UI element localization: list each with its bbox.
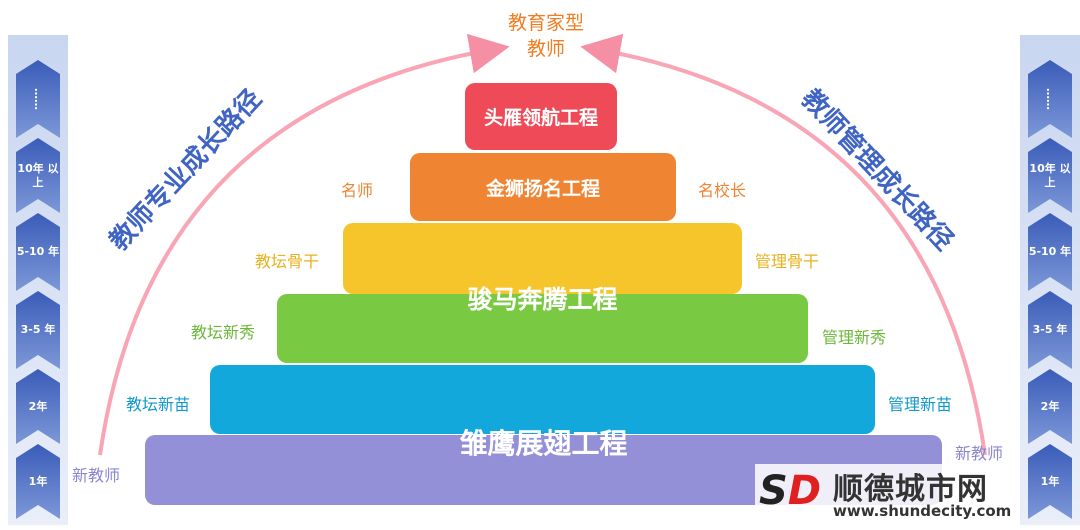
right-arc-arrow bbox=[580, 33, 987, 456]
year-segment: 3-5 年 bbox=[16, 291, 60, 369]
year-segment: 3-5 年 bbox=[1028, 291, 1072, 369]
right-label-1: 名校长 bbox=[698, 181, 747, 200]
left-arc-arrow bbox=[98, 33, 510, 456]
left-label-3: 教坛新秀 bbox=[191, 323, 256, 342]
year-segment: 5-10 年 bbox=[16, 213, 60, 291]
year-segment: 1年 bbox=[16, 444, 60, 519]
watermark: SD 顺德城市网 www.shundecity.com bbox=[755, 464, 1020, 526]
top-title: 教育家型教师 bbox=[507, 12, 584, 60]
tier-label: 金狮扬名工程 bbox=[485, 177, 600, 200]
right-label-2: 管理骨干 bbox=[755, 252, 820, 271]
year-segment: …… bbox=[1028, 60, 1072, 138]
tier-label: 头雁领航工程 bbox=[483, 107, 598, 129]
left-label-1: 名师 bbox=[341, 181, 374, 200]
right-label-3: 管理新秀 bbox=[822, 328, 887, 347]
year-segment: 1年 bbox=[1028, 444, 1072, 519]
left-label-2: 教坛骨干 bbox=[255, 252, 320, 271]
left-years-column: …… 10年 以上 5-10 年 3-5 年 2年 1年 bbox=[8, 35, 68, 525]
tier-6-label: 雏鹰展翅工程 bbox=[459, 427, 628, 460]
tier-2: 金狮扬名工程 bbox=[410, 153, 676, 221]
left-label-4: 教坛新苗 bbox=[126, 395, 191, 414]
tier-3 bbox=[343, 223, 742, 294]
watermark-brand: 顺德城市网 bbox=[833, 472, 988, 507]
left-label-5: 新教师 bbox=[72, 466, 121, 485]
year-segment: 10年 以上 bbox=[1028, 138, 1072, 213]
right-label-5: 新教师 bbox=[955, 444, 1004, 463]
right-years-column: …… 10年 以上 5-10 年 3-5 年 2年 1年 bbox=[1020, 35, 1080, 525]
tier-5 bbox=[210, 365, 875, 434]
year-segment: 2年 bbox=[1028, 369, 1072, 444]
year-segment: 2年 bbox=[16, 369, 60, 444]
tier-3-label: 骏马奔腾工程 bbox=[467, 285, 618, 314]
year-segment: 10年 以上 bbox=[16, 138, 60, 213]
year-segment: …… bbox=[16, 60, 60, 138]
right-label-4: 管理新苗 bbox=[888, 395, 953, 414]
year-segment: 5-10 年 bbox=[1028, 213, 1072, 291]
watermark-logo: SD bbox=[759, 468, 822, 514]
watermark-url: www.shundecity.com bbox=[833, 502, 1012, 520]
tier-1: 头雁领航工程 bbox=[465, 83, 617, 150]
tier-4 bbox=[277, 294, 808, 363]
